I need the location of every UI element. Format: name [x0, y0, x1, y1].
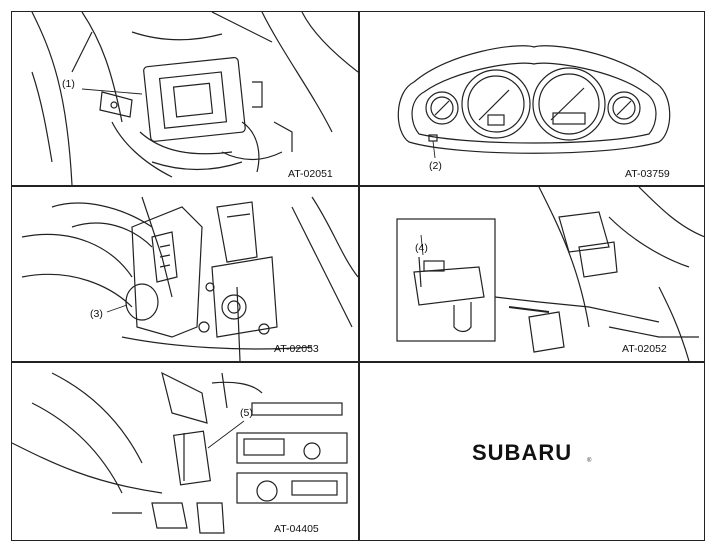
callout-2-label: (2) [429, 160, 442, 172]
callout-4-label: (4) [415, 242, 428, 254]
figure-id-4: AT-02052 [622, 343, 667, 355]
row-divider-1 [11, 185, 705, 187]
callout-3-label: (3) [90, 308, 103, 320]
row-divider-2 [11, 361, 705, 363]
figure-id-2: AT-03759 [625, 168, 670, 180]
panel-instrument-cluster: (2) AT-03759 [359, 12, 705, 185]
figure-id-1: AT-02051 [288, 168, 333, 180]
control-unit-illustration [31, 12, 358, 185]
figure-id-3: AT-02053 [274, 343, 319, 355]
column-divider [358, 11, 360, 541]
callout-5-label: (5) [240, 407, 253, 419]
figure-id-5: AT-04405 [274, 523, 319, 535]
shift-lever-illustration [21, 196, 358, 361]
callout-1-label: (1) [62, 78, 75, 90]
panel-side-module: (4) AT-02052 [359, 187, 705, 361]
registered-mark: ® [587, 458, 592, 464]
subaru-logo: SUBARU [472, 440, 573, 465]
instrument-cluster-illustration [397, 45, 671, 159]
side-module-illustration [396, 187, 705, 361]
under-dash-illustration [12, 371, 348, 534]
panel-under-dash: (5) AT-04405 [12, 363, 358, 540]
panel-control-unit: (1) AT-02051 [12, 12, 358, 185]
panel-logo: SUBARU ® [359, 363, 705, 540]
panel-shift-lever: (3) AT-02053 [12, 187, 358, 361]
